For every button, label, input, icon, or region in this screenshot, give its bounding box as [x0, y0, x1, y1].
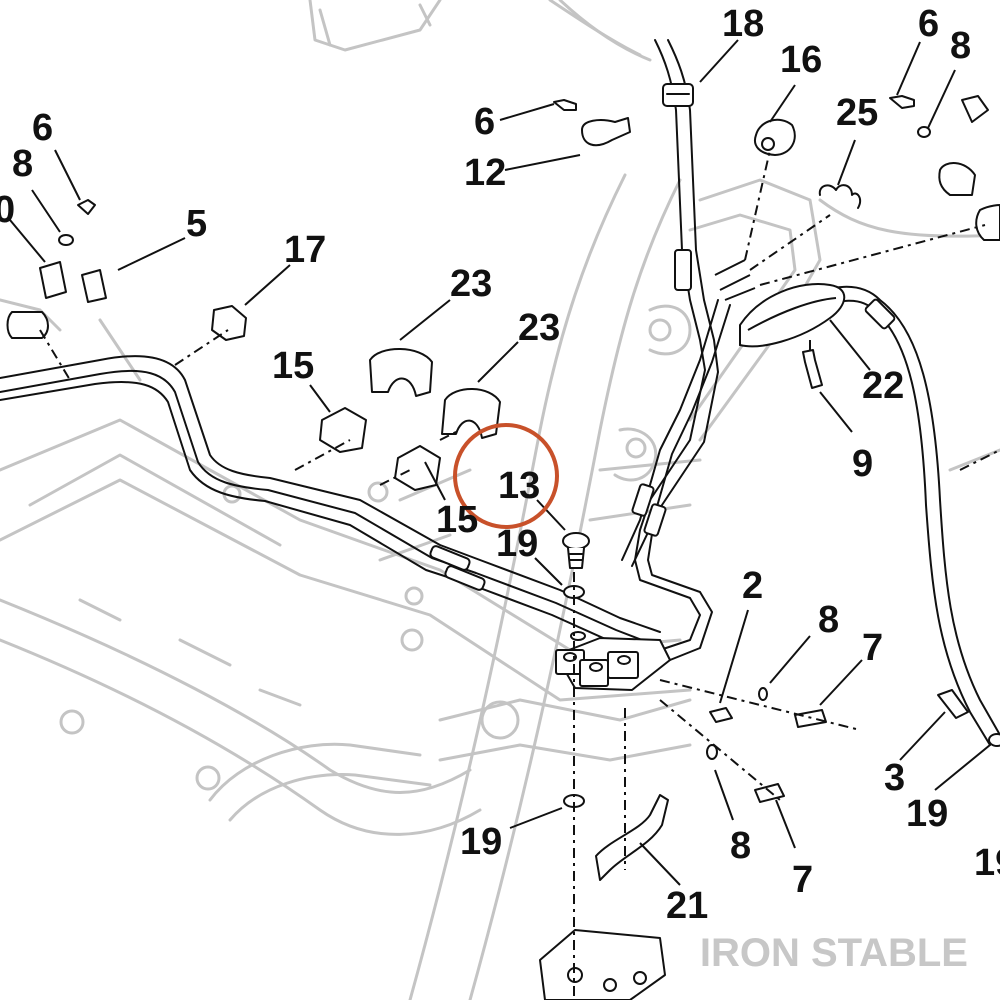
callout-5: 5 — [186, 203, 207, 245]
callout-9: 9 — [852, 443, 873, 485]
block-17 — [211, 305, 247, 341]
callout-3: 3 — [884, 757, 905, 799]
junction-block — [714, 259, 846, 348]
bracket-21 — [595, 794, 669, 881]
callout-6: 6 — [918, 3, 939, 45]
callout-21: 21 — [666, 885, 708, 927]
callout-8: 8 — [730, 825, 751, 867]
callout-8: 8 — [12, 143, 33, 185]
assembly-lines — [39, 149, 1000, 1000]
callout-7: 7 — [792, 859, 813, 901]
callout-23: 23 — [518, 307, 560, 349]
bushing — [6, 311, 49, 339]
callout-13: 13 — [498, 465, 540, 507]
small-parts — [6, 95, 1000, 1000]
callout-23: 23 — [450, 263, 492, 305]
washer-19c — [988, 733, 1000, 747]
clamp-23a — [369, 348, 433, 397]
callout-19: 19 — [496, 523, 538, 565]
callout-0: 0 — [0, 189, 15, 231]
callout-labels: 18 16 6 8 25 6 12 6 8 0 5 17 23 23 15 15… — [0, 3, 1000, 927]
callout-25: 25 — [836, 92, 878, 134]
callout-15: 15 — [272, 345, 314, 387]
callout-2: 2 — [742, 565, 763, 607]
brake-lines — [0, 39, 1000, 746]
callout-8: 8 — [950, 25, 971, 67]
callout-19: 19 — [906, 793, 948, 835]
clip-25 — [818, 184, 862, 209]
callout-17: 17 — [284, 229, 326, 271]
manifold-block — [555, 631, 671, 691]
leader-lines — [9, 39, 991, 886]
callout-22: 22 — [862, 365, 904, 407]
block-15a — [319, 407, 367, 453]
callout-18: 18 — [722, 3, 764, 45]
callout-6: 6 — [474, 101, 495, 143]
callout-15: 15 — [436, 499, 478, 541]
callout-8: 8 — [818, 599, 839, 641]
highlight-circle-13 — [453, 423, 559, 529]
control-module — [539, 929, 666, 1000]
clamp-12 — [581, 117, 631, 147]
watermark: IRON STABLE — [700, 931, 968, 975]
callout-19: 19 — [460, 821, 502, 863]
callout-12: 12 — [464, 152, 506, 194]
callout-6: 6 — [32, 107, 53, 149]
clip-16 — [754, 118, 796, 156]
callout-16: 16 — [780, 39, 822, 81]
callout-19: 19 — [974, 842, 1000, 884]
callout-7: 7 — [862, 627, 883, 669]
clamp-23b — [441, 388, 501, 439]
bolt-13 — [562, 532, 590, 569]
block-15b — [394, 445, 441, 491]
